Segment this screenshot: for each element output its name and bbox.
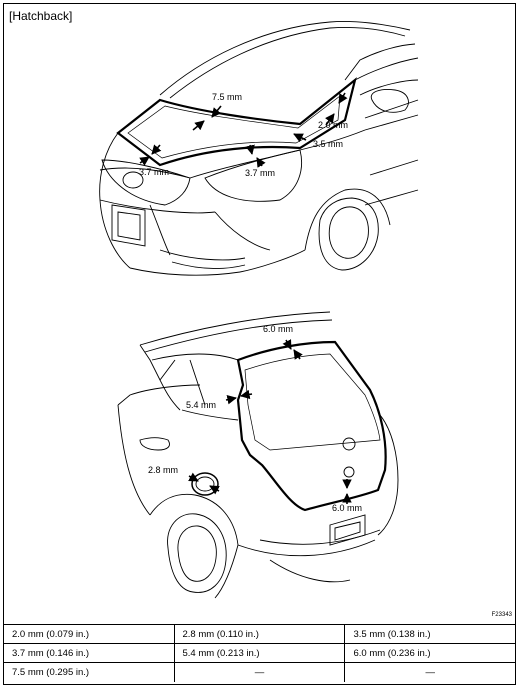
label-rear-bottom: 6.0 mm [332,503,362,513]
rear-callout-arrows [188,339,352,504]
table-cell: 5.4 mm (0.213 in.) [174,643,346,663]
table-cell: 7.5 mm (0.295 in.) [4,662,175,682]
label-front-cowl-right: 3.5 mm [313,139,343,149]
figure-id: F23343 [491,612,512,618]
table-row: 2.0 mm (0.079 in.) 2.8 mm (0.110 in.) 3.… [4,624,515,644]
section-title: [Hatchback] [9,9,73,23]
label-front-bottom-right: 3.7 mm [245,168,275,178]
label-rear-fuel-lid: 2.8 mm [148,465,178,475]
table-cell: 3.5 mm (0.138 in.) [344,624,515,644]
table-cell: 2.0 mm (0.079 in.) [4,624,175,644]
rear-car-drawing [117,311,399,599]
label-front-a-pillar: 2.0 mm [318,120,348,130]
table-cell: 3.7 mm (0.146 in.) [4,643,175,663]
table-row: 7.5 mm (0.295 in.) — — [4,662,515,682]
front-car-drawing [99,21,419,276]
table-cell: — [344,662,515,682]
front-callout-arrows [139,92,348,168]
label-rear-left: 5.4 mm [186,400,216,410]
table-cell: — [174,662,346,682]
diagram-frame [3,3,516,685]
table-cell: 2.8 mm (0.110 in.) [174,624,346,644]
table-cell: 6.0 mm (0.236 in.) [344,643,515,663]
label-front-bottom-left: 3.7 mm [139,167,169,177]
spec-table: 2.0 mm (0.079 in.) 2.8 mm (0.110 in.) 3.… [4,624,515,682]
table-row: 3.7 mm (0.146 in.) 5.4 mm (0.213 in.) 6.… [4,643,515,663]
label-front-windshield-top: 7.5 mm [212,92,242,102]
label-rear-top: 6.0 mm [263,324,293,334]
